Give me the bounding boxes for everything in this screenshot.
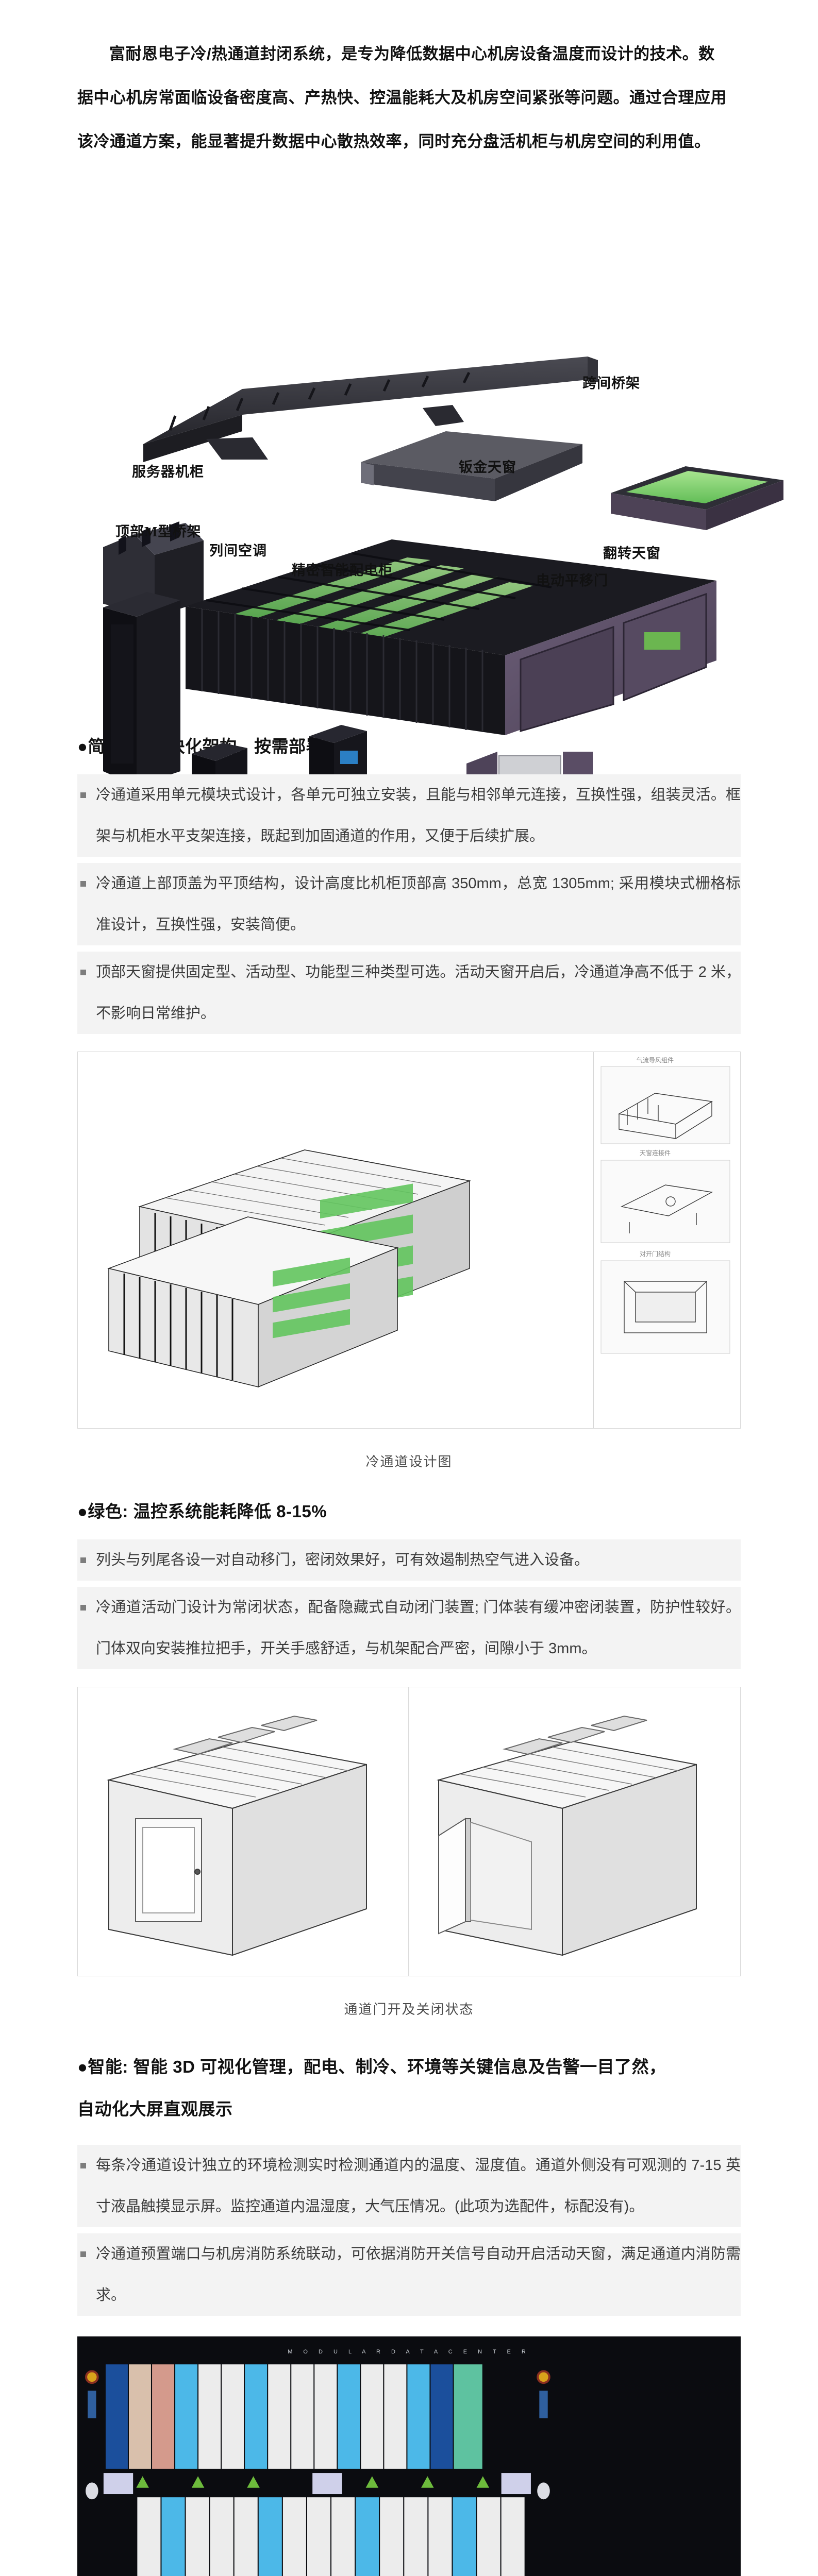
door-state-drawing (78, 1687, 740, 1976)
intro-paragraph: 富耐恩电子冷/热通道封闭系统，是专为降低数据中心机房设备温度而设计的技术。数 据… (0, 0, 818, 163)
section-1-bullets: 冷通道采用单元模块式设计，各单元可独立安装，且能与相邻单元连接，互换性强，组装灵… (0, 760, 818, 1034)
intro-line-2: 据中心机房常面临设备密度高、产热快、控温能耗大及机房空间紧张等问题。通过合理应用 (77, 89, 727, 107)
figure-1-caption: 冷通道设计图 (365, 1454, 453, 1469)
label-server-cabinet: 服务器机柜 (132, 464, 204, 480)
door-magnet-markers (136, 2476, 490, 2488)
section-3-heading-line-1: ●智能: 智能 3D 可视化管理，配电、制冷、环境等关键信息及告警一目了然， (77, 2057, 666, 2076)
svg-text:气流导风组件: 气流导风组件 (637, 1056, 674, 1064)
intro-line-1: 富耐恩电子冷/热通道封闭系统，是专为降低数据中心机房设备温度而设计的技术。数 (109, 45, 715, 63)
containment-assembly (186, 539, 716, 735)
bullet-item: 冷通道上部顶盖为平顶结构，设计高度比机柜顶部高 350mm，总宽 1305mm;… (77, 863, 741, 945)
label-sheet-metal-skylight: 钣金天窗 (459, 460, 516, 475)
label-precision-pdu: 精密智能配电柜 (292, 563, 393, 578)
hero-illustration (103, 357, 783, 797)
section-2-bullets: 列头与列尾各设一对自动移门，密闭效果好，可有效遏制热空气进入设备。 冷通道活动门… (0, 1525, 818, 1669)
dashboard-stage (85, 2359, 733, 2576)
label-flip-skylight: 翻转天窗 (603, 546, 661, 561)
section-2-heading: ●绿色: 温控系统能耗降低 8-15% (77, 1502, 327, 1521)
bullet-item: 顶部天窗提供固定型、活动型、功能型三种类型可选。活动天窗开启后，冷通道净高不低于… (77, 952, 741, 1034)
section-3-bullets: 每条冷通道设计独立的环境检测实时检测通道内的温度、湿度值。通道外侧没有可观测的 … (0, 2130, 818, 2316)
section-3-heading: ●智能: 智能 3D 可视化管理，配电、制冷、环境等关键信息及告警一目了然， 自… (0, 2046, 818, 2130)
flip-skylight-part (611, 466, 783, 530)
cabinet-row-bottom (137, 2497, 525, 2576)
dashboard-title: M O D U L A R D A T A C E N T E R (288, 2349, 530, 2355)
label-top-m-bridge: 顶部M型桥架 (115, 524, 202, 539)
cabinet-row-top (105, 2364, 482, 2469)
server-cabinet-part (103, 592, 180, 786)
bullet-item: 每条冷通道设计独立的环境检测实时检测通道内的温度、湿度值。通道外侧没有可观测的 … (77, 2145, 741, 2227)
label-inrow-ac: 列间空调 (209, 543, 267, 558)
svg-text:天窗连接件: 天窗连接件 (640, 1149, 671, 1157)
figure-door-states (77, 1687, 741, 1976)
dashboard-3d-visualization[interactable]: M O D U L A R D A T A C E N T E R (77, 2336, 741, 2576)
bullet-item: 冷通道采用单元模块式设计，各单元可独立安装，且能与相邻单元连接，互换性强，组装灵… (77, 774, 741, 857)
bullet-item: 冷通道活动门设计为常闭状态，配备隐藏式自动闭门装置; 门体装有缓冲密闭装置，防护… (77, 1587, 741, 1669)
section-3-heading-line-2: 自动化大屏直观展示 (77, 2099, 233, 2119)
cold-aisle-design-drawing: 气流导风组件 天窗连接件 对开门结构 (78, 1052, 740, 1428)
label-electric-sliding-door: 电动平移门 (536, 573, 608, 588)
sheet-metal-skylight-part (361, 431, 582, 501)
svg-text:对开门结构: 对开门结构 (640, 1250, 671, 1258)
intro-line-3: 该冷通道方案，能显著提升数据中心散热效率，同时充分盘活机柜与机房空间的利用值。 (77, 132, 711, 150)
sensor-rail-left (85, 2370, 99, 2500)
label-cross-bridge: 跨间桥架 (582, 376, 640, 391)
bullet-item: 列头与列尾各设一对自动移门，密闭效果好，可有效遏制热空气进入设备。 (77, 1539, 741, 1581)
datacenter-topview (85, 2359, 733, 2576)
cross-bridge-part (143, 357, 598, 462)
hero-exploded-diagram: 跨间桥架 顶部M型桥架 钣金天窗 翻转天窗 服务器机柜 列间空调 精密智能配电柜… (0, 184, 818, 797)
top-m-bridge-part (103, 521, 204, 617)
figure-2-caption: 通道门开及关闭状态 (344, 2002, 474, 2017)
figure-cold-aisle-design: 气流导风组件 天窗连接件 对开门结构 (77, 1052, 741, 1429)
sensor-rail-right (537, 2370, 550, 2500)
bullet-item: 冷通道预置端口与机房消防系统联动，可依据消防开关信号自动开启活动天窗，满足通道内… (77, 2233, 741, 2316)
